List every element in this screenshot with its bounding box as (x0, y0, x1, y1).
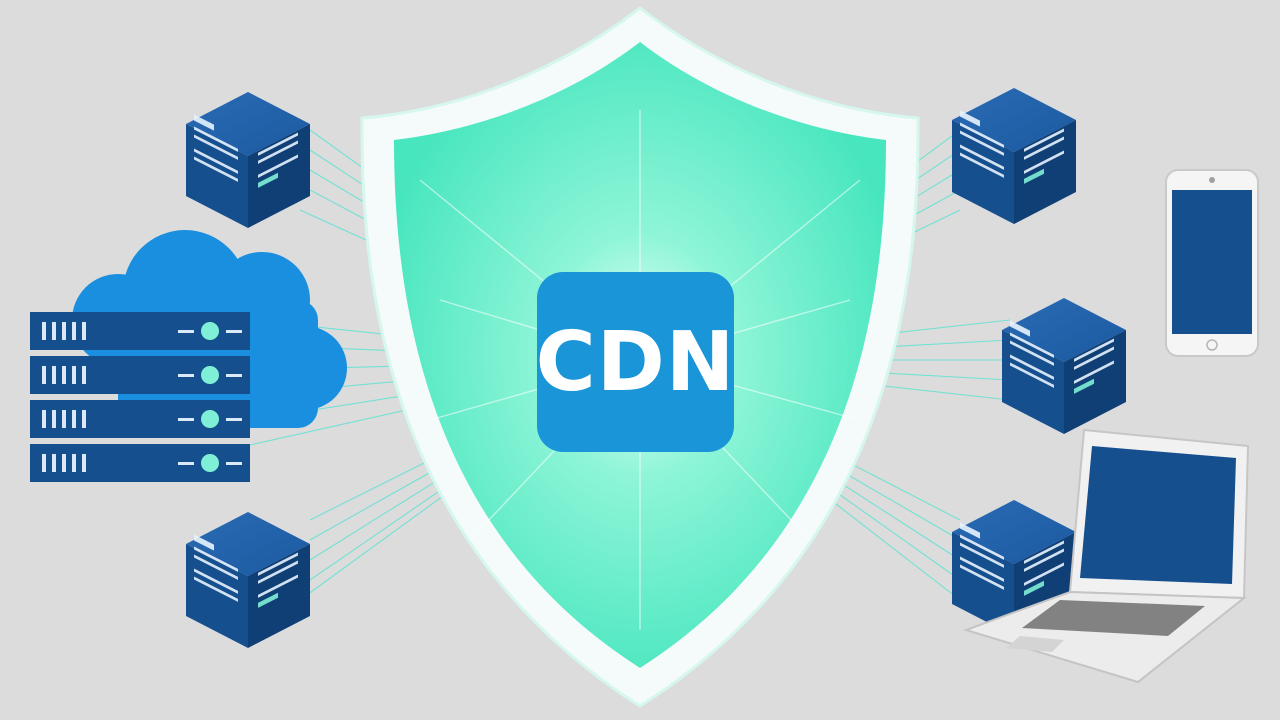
server-rack-icon (30, 312, 250, 482)
laptop-icon (962, 428, 1250, 684)
cdn-badge (537, 272, 734, 452)
smartphone-icon (1165, 169, 1259, 357)
